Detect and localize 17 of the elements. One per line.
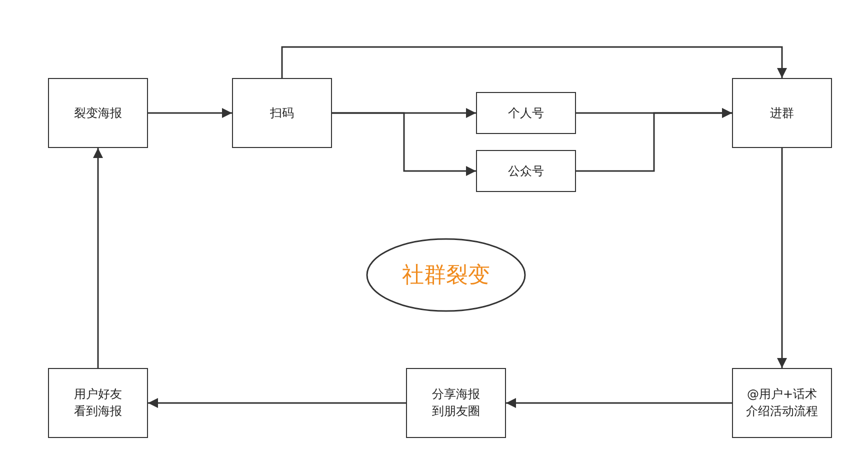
arrow — [332, 112, 476, 176]
arrow — [93, 148, 103, 368]
process-box: @用户+话术介绍活动流程 — [732, 368, 832, 438]
process-box: 个人号 — [476, 92, 576, 134]
arrow — [777, 148, 787, 368]
process-box: 用户好友看到海报 — [48, 368, 148, 438]
process-box: 扫码 — [232, 78, 332, 148]
arrow — [281, 46, 787, 78]
arrow — [148, 108, 232, 118]
process-box: 进群 — [732, 78, 832, 148]
arrow — [576, 108, 732, 172]
ellipse-label: 社群裂变 — [366, 238, 526, 312]
process-box: 公众号 — [476, 150, 576, 192]
process-box: 分享海报到朋友圈 — [406, 368, 506, 438]
arrow — [148, 398, 406, 408]
arrow — [506, 398, 732, 408]
process-box: 裂变海报 — [48, 78, 148, 148]
